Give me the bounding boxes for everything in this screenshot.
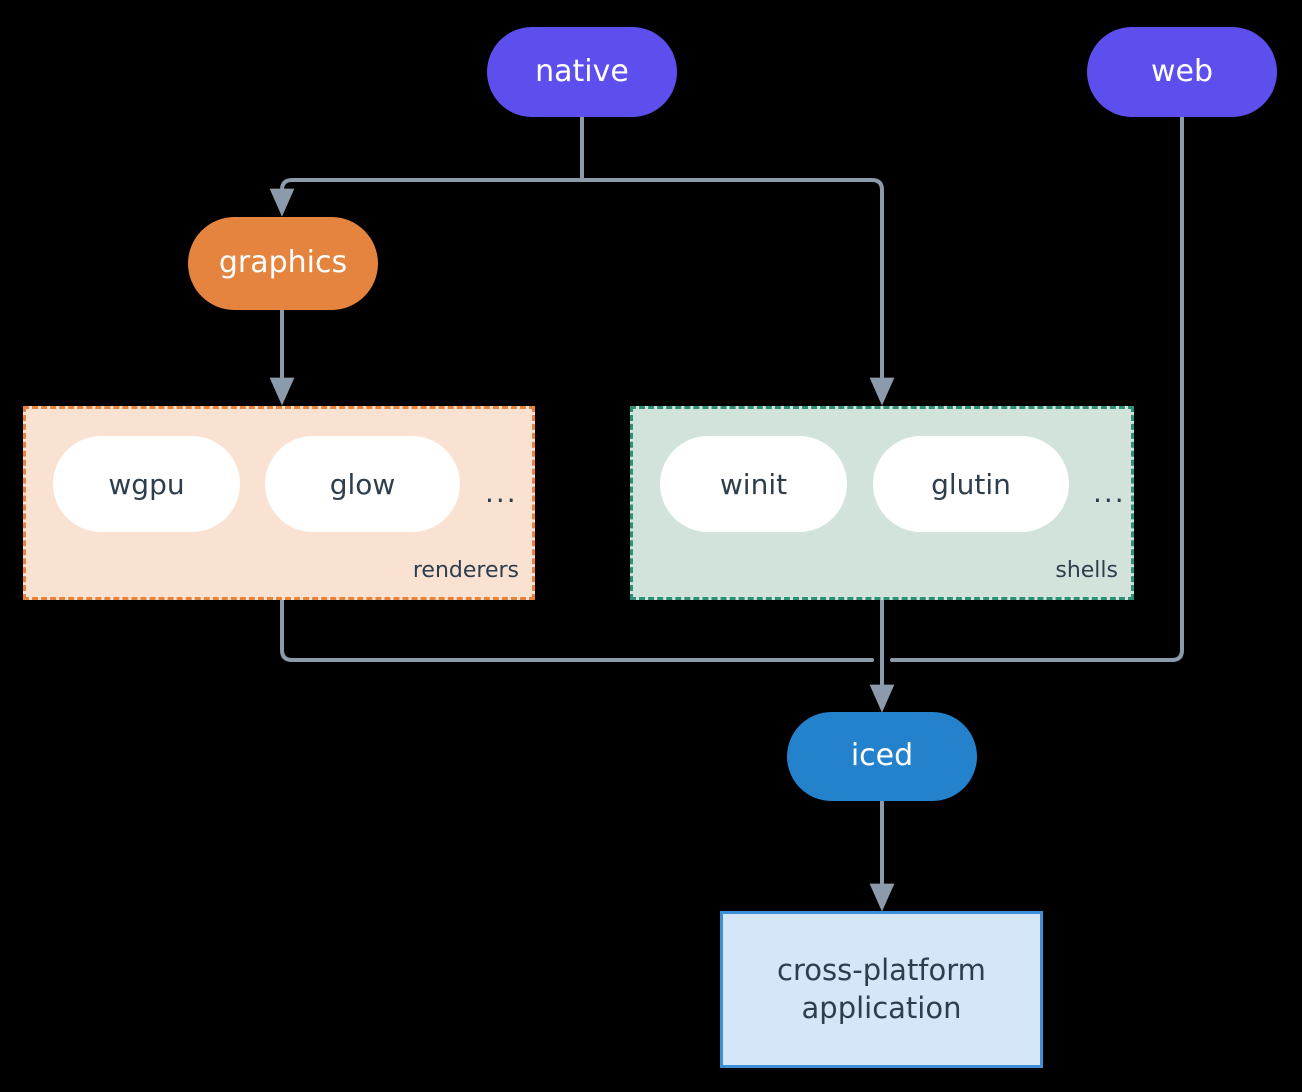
node-graphics[interactable]: graphics [188, 217, 378, 310]
node-web-label: web [1150, 53, 1214, 89]
edge-native-to-graphics [269, 178, 584, 217]
group-shells-overflow: ... [1093, 476, 1126, 509]
node-application[interactable]: cross-platform application [720, 911, 1043, 1068]
edge-renderers-to-iced [280, 598, 874, 662]
group-item-glow[interactable]: glow [265, 436, 460, 532]
node-application-line2: application [801, 990, 962, 1025]
node-iced-label: iced [850, 738, 914, 774]
group-item-glow-label: glow [329, 467, 396, 501]
group-renderers: wgpu glow ... renderers [23, 406, 535, 600]
node-native-label: native [535, 53, 629, 89]
node-native[interactable]: native [487, 27, 677, 117]
group-item-wgpu-label: wgpu [108, 467, 185, 501]
group-item-glutin[interactable]: glutin [873, 436, 1069, 532]
group-renderers-overflow: ... [485, 476, 518, 509]
group-renderers-label: renderers [412, 558, 519, 583]
edge-native-to-shells [580, 178, 895, 406]
node-application-line1: cross-platform [777, 953, 986, 988]
group-item-winit[interactable]: winit [660, 436, 847, 532]
node-iced[interactable]: iced [787, 712, 977, 801]
group-item-wgpu[interactable]: wgpu [53, 436, 240, 532]
group-shells-label: shells [1055, 558, 1118, 583]
group-shells: winit glutin ... shells [630, 406, 1134, 600]
node-web[interactable]: web [1087, 27, 1277, 117]
node-graphics-label: graphics [218, 245, 348, 281]
group-item-glutin-label: glutin [931, 467, 1011, 501]
group-item-winit-label: winit [719, 467, 788, 501]
